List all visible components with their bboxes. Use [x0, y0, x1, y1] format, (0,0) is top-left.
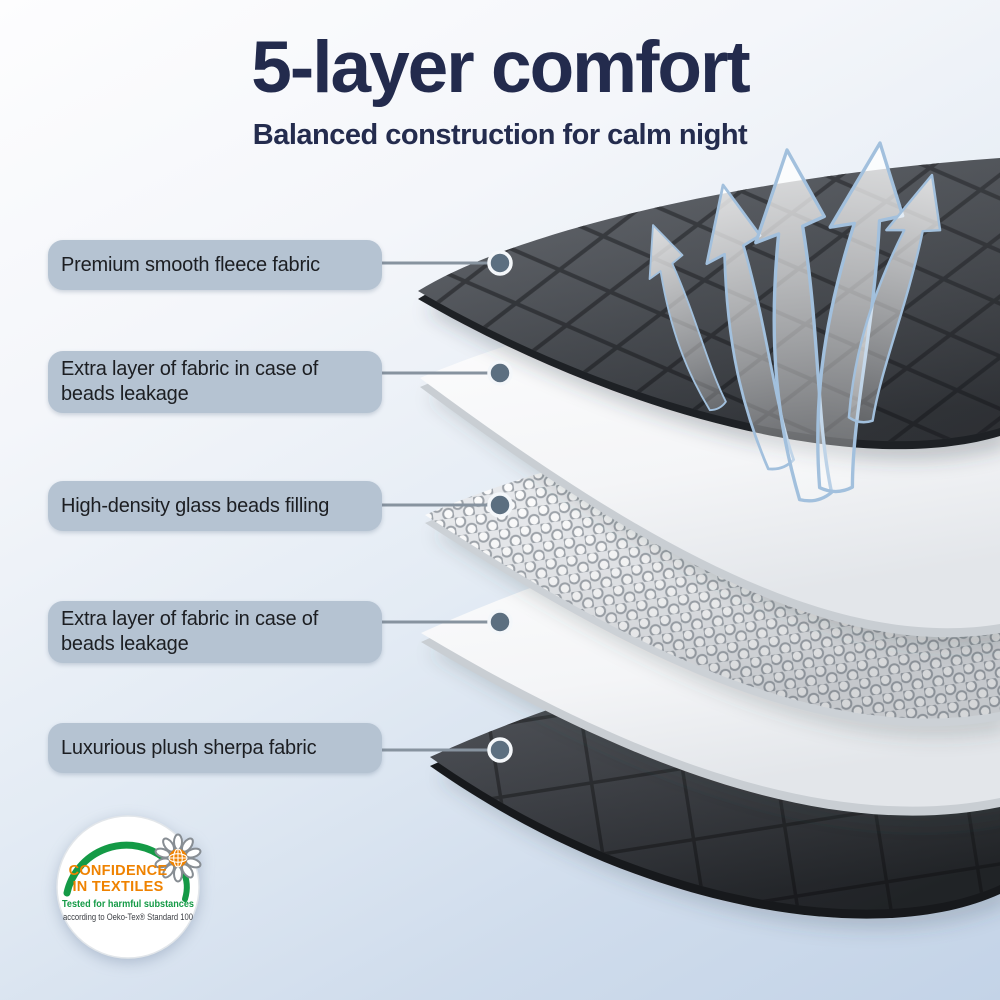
layer-label-text: Luxurious plush sherpa fabric [61, 736, 317, 759]
layer-label-fleece: Premium smooth fleece fabric [48, 240, 382, 290]
layer-label-text: beads leakage [61, 383, 189, 405]
leader-dot [487, 250, 513, 276]
layer-label-glass-beads: High-density glass beads filling [48, 481, 382, 531]
layer-label-sherpa: Luxurious plush sherpa fabric [48, 723, 382, 773]
leader-dot [487, 492, 513, 518]
badge-green-arc [63, 841, 168, 897]
badge-line2: IN TEXTILES [72, 879, 163, 895]
layer-label-text: Premium smooth fleece fabric [61, 253, 320, 276]
layer-label-text: High-density glass beads filling [61, 494, 330, 517]
layer-label-inner-fabric-lower: Extra layer of fabric in case of beads l… [48, 601, 382, 663]
badge-line3: Tested for harmful substances [62, 898, 194, 910]
layer-label-inner-fabric-upper: Extra layer of fabric in case of beads l… [48, 351, 382, 413]
leader-lines [378, 261, 500, 752]
layer-label-text: Extra layer of fabric in case of [61, 608, 319, 630]
leader-dot [487, 360, 513, 386]
oeko-tex-flower-icon [154, 833, 202, 883]
badge-line4: according to Oeko-Tex® Standard 100 [63, 912, 193, 922]
badge-line1: CONFIDENCE [69, 863, 168, 879]
leader-dot [487, 609, 513, 635]
leader-dots [487, 250, 513, 763]
layer-label-text: Extra layer of fabric in case of [61, 358, 319, 380]
leader-dot [487, 737, 513, 763]
oeko-tex-badge: CONFIDENCE IN TEXTILES Tested for harmfu… [56, 815, 202, 959]
layer-label-text: beads leakage [61, 633, 189, 655]
